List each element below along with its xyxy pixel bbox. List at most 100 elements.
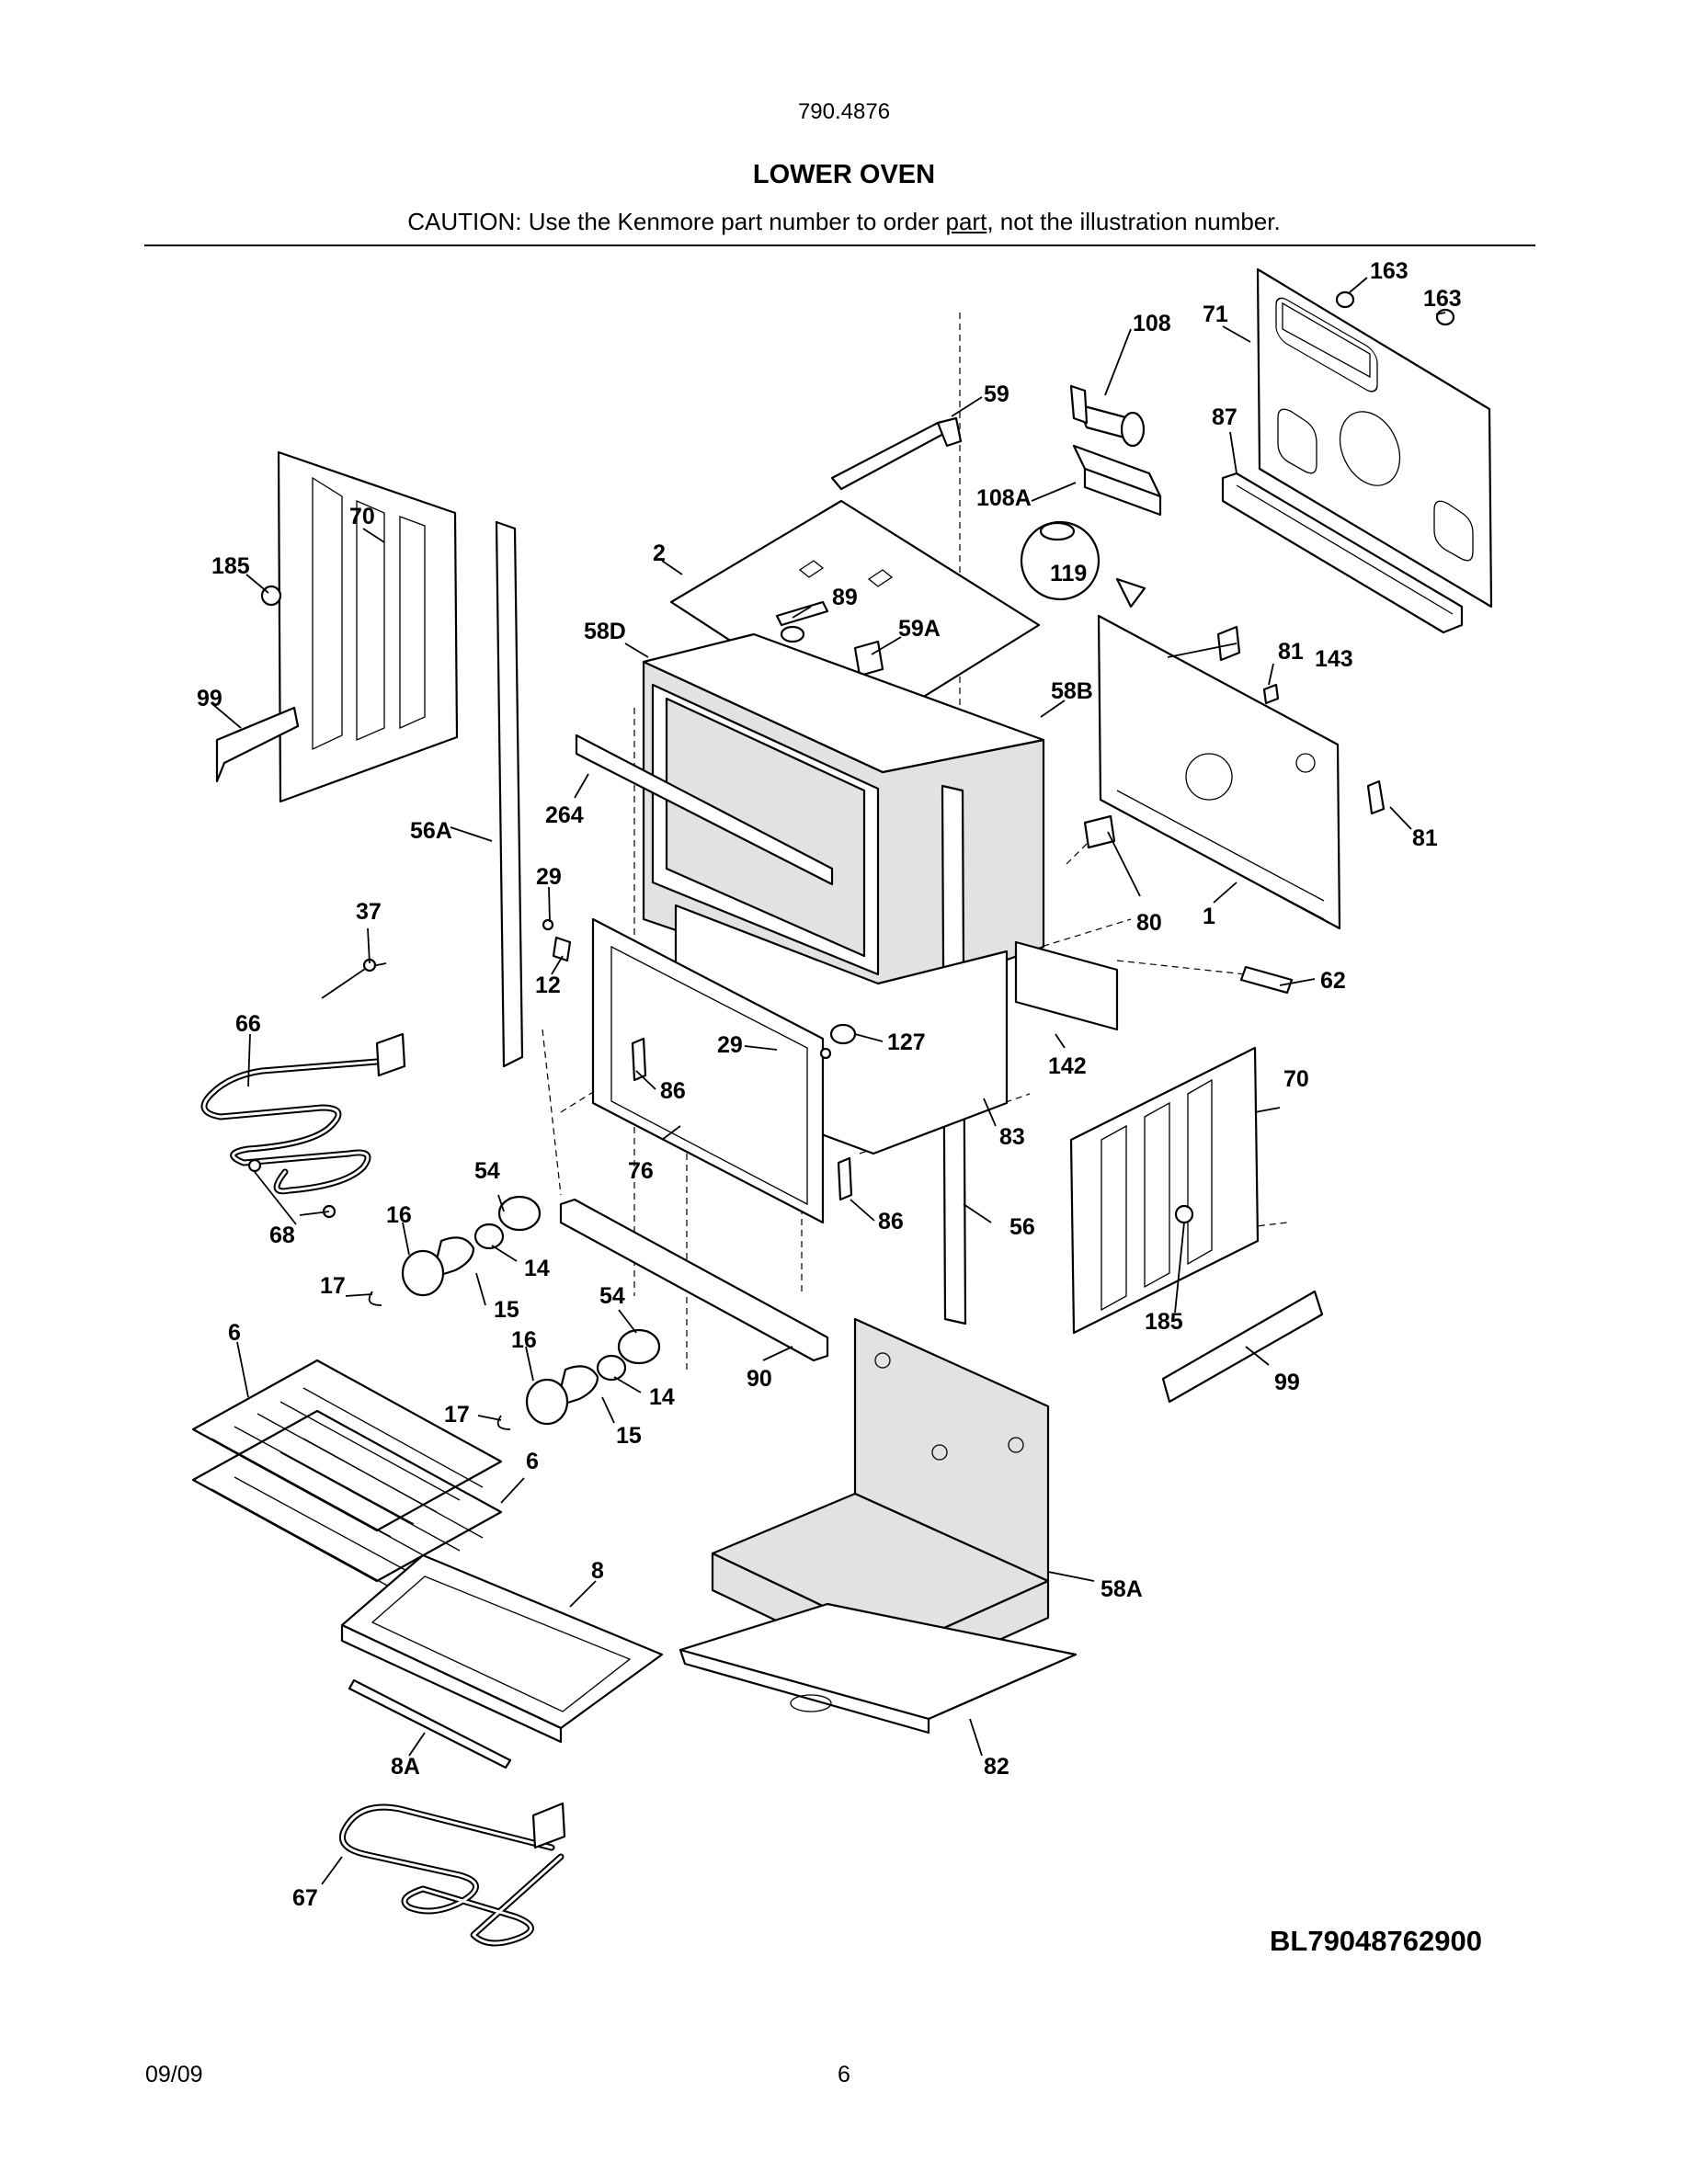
callout-label: 54 bbox=[599, 1283, 625, 1309]
callout-label: 127 bbox=[887, 1029, 926, 1055]
caution-text: CAUTION: Use the Kenmore part number to … bbox=[0, 208, 1688, 236]
bracket-59A bbox=[853, 640, 884, 677]
callout-label: 86 bbox=[878, 1209, 904, 1234]
callout-label: 68 bbox=[269, 1223, 295, 1248]
callout-label: 81 bbox=[1278, 639, 1304, 665]
callout-label: 108 bbox=[1133, 311, 1171, 336]
callout-label: 185 bbox=[1145, 1309, 1183, 1335]
diagram-code: BL79048762900 bbox=[1270, 1925, 1482, 1957]
callout-label: 37 bbox=[356, 899, 382, 925]
caution-suffix: , not the illustration number. bbox=[987, 208, 1281, 235]
callout-label: 80 bbox=[1136, 910, 1162, 936]
terminal-block-62 bbox=[1239, 965, 1294, 995]
rear-panel-1 bbox=[1097, 614, 1341, 930]
leader-lines bbox=[211, 277, 1446, 1885]
callout-label: 58B bbox=[1051, 678, 1093, 704]
callout-label: 70 bbox=[1283, 1066, 1309, 1092]
rail-56A bbox=[495, 520, 524, 1068]
callout-label: 87 bbox=[1212, 404, 1237, 430]
callout-label: 99 bbox=[197, 686, 222, 711]
light-assembly-upper bbox=[368, 1195, 542, 1306]
callout-label: 83 bbox=[999, 1124, 1025, 1150]
callout-label: 14 bbox=[524, 1256, 550, 1281]
footer-date: 09/09 bbox=[145, 2062, 203, 2087]
callout-label: 142 bbox=[1048, 1053, 1087, 1079]
callout-label: 54 bbox=[474, 1158, 500, 1184]
fan-bracket-108A bbox=[1072, 444, 1162, 517]
callout-label: 163 bbox=[1423, 286, 1462, 312]
callout-label: 12 bbox=[535, 973, 561, 998]
bracket-89 bbox=[775, 600, 829, 643]
rail-99-left bbox=[215, 706, 300, 783]
door-frame-76 bbox=[591, 917, 825, 1224]
callout-label: 264 bbox=[545, 802, 584, 828]
callout-label: 15 bbox=[616, 1423, 642, 1449]
light-assembly-lower bbox=[496, 1328, 661, 1430]
callout-label: 17 bbox=[320, 1273, 346, 1299]
page-number: 6 bbox=[838, 2062, 850, 2087]
callout-label: 29 bbox=[717, 1032, 743, 1058]
small-parts-127-29-12 bbox=[542, 918, 857, 1060]
callout-label: 70 bbox=[349, 504, 375, 529]
vent-264 bbox=[575, 734, 834, 886]
callout-label: 82 bbox=[984, 1754, 1009, 1780]
callout-labels: 163 163 71 108 59 87 108A 70 185 2 119 8… bbox=[197, 258, 1462, 1911]
sensor-37 bbox=[321, 958, 387, 999]
callout-label: 6 bbox=[526, 1449, 539, 1474]
side-panel-70-right bbox=[1069, 1046, 1260, 1335]
callout-label: 76 bbox=[628, 1158, 654, 1184]
callout-label: 15 bbox=[494, 1297, 519, 1323]
callout-label: 2 bbox=[653, 540, 666, 566]
callout-label: 86 bbox=[660, 1078, 686, 1104]
caution-prefix: CAUTION: Use the Kenmore part number to … bbox=[407, 208, 946, 235]
strip-8A bbox=[348, 1678, 512, 1769]
callout-label: 90 bbox=[747, 1366, 772, 1392]
page-title: LOWER OVEN bbox=[752, 160, 936, 189]
callout-label: 8A bbox=[391, 1754, 420, 1780]
trim-90 bbox=[559, 1198, 829, 1362]
callout-label: 66 bbox=[235, 1011, 261, 1037]
callout-label: 58D bbox=[584, 619, 626, 644]
callout-label: 16 bbox=[386, 1202, 412, 1228]
callout-label: 143 bbox=[1315, 646, 1353, 672]
model-number: 790.4876 bbox=[797, 99, 891, 124]
callout-label: 17 bbox=[444, 1402, 470, 1428]
hinges-86 bbox=[631, 1037, 853, 1201]
oven-racks-6 bbox=[191, 1359, 503, 1588]
thermostat-inset-119 bbox=[1020, 520, 1146, 609]
callout-label: 99 bbox=[1274, 1370, 1300, 1395]
callout-label: 81 bbox=[1412, 825, 1438, 851]
caution-underlined-word: part bbox=[945, 208, 987, 235]
broil-element-66 bbox=[200, 1032, 406, 1195]
callout-label: 56 bbox=[1009, 1214, 1035, 1240]
callout-label: 56A bbox=[410, 818, 452, 844]
side-panel-70-left bbox=[277, 450, 459, 803]
rail-99-right bbox=[1161, 1290, 1324, 1404]
callout-label: 58A bbox=[1101, 1576, 1143, 1602]
duct-59 bbox=[830, 416, 963, 491]
base-tray-82 bbox=[679, 1602, 1078, 1735]
callout-label: 1 bbox=[1203, 904, 1215, 929]
callout-label: 16 bbox=[511, 1327, 537, 1353]
clips-81-143 bbox=[1216, 625, 1386, 815]
callout-label: 71 bbox=[1203, 301, 1228, 327]
grommet-185-right bbox=[1174, 1204, 1194, 1224]
back-panel-71 bbox=[1256, 267, 1493, 609]
callout-label: 6 bbox=[228, 1320, 241, 1346]
callout-label: 163 bbox=[1370, 258, 1409, 284]
callout-label: 59A bbox=[898, 616, 941, 642]
callout-label: 29 bbox=[536, 864, 562, 890]
callout-label: 59 bbox=[984, 381, 1009, 407]
callout-label: 67 bbox=[292, 1885, 318, 1911]
callout-label: 185 bbox=[211, 553, 250, 579]
bake-element-67 bbox=[339, 1802, 566, 1947]
callout-label: 62 bbox=[1320, 968, 1346, 994]
callout-label: 119 bbox=[1050, 561, 1087, 586]
bracket-142 bbox=[1014, 940, 1119, 1031]
header-divider bbox=[144, 245, 1535, 246]
bracket-80 bbox=[1083, 814, 1116, 849]
broiler-pan-8 bbox=[340, 1553, 664, 1744]
callout-label: 108A bbox=[976, 485, 1032, 511]
callout-label: 89 bbox=[832, 585, 858, 610]
